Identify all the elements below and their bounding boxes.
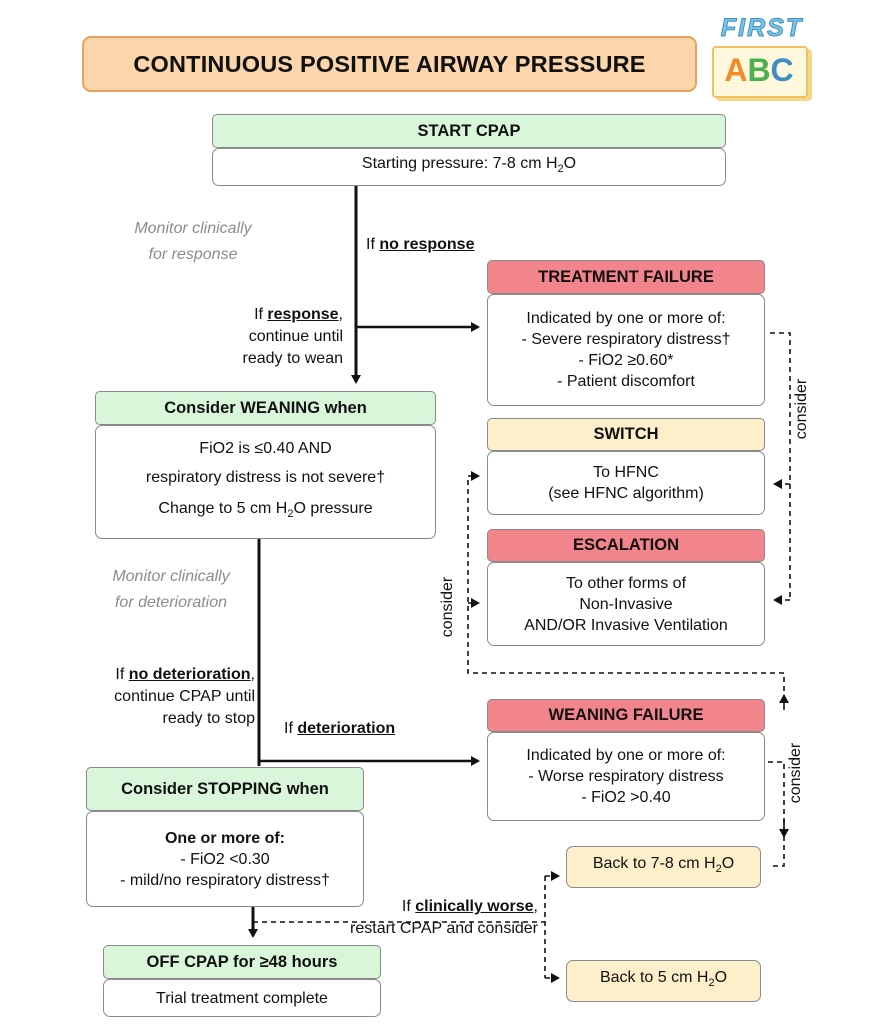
back-to-7-8-box: Back to 7-8 cm H2O — [566, 846, 761, 888]
if-no-response-label: If no response — [366, 236, 475, 253]
treatment-failure-body: Indicated by one or more of: - Severe re… — [487, 294, 765, 406]
consider-label-left: consider — [439, 576, 456, 638]
weaning-body: FiO2 is ≤0.40 AND respiratory distress i… — [95, 425, 436, 539]
monitor-response-label: Monitor clinically for response — [134, 220, 252, 263]
start-cpap-body: Starting pressure: 7-8 cm H2O — [212, 148, 726, 186]
off-cpap-body: Trial treatment complete — [103, 979, 381, 1017]
stopping-body: One or more of: - FiO2 <0.30 - mild/no r… — [86, 811, 364, 907]
if-deterioration-label: If deterioration — [284, 720, 396, 737]
logo-block — [712, 46, 808, 98]
back-to-5-box: Back to 5 cm H2O — [566, 960, 761, 1002]
stopping-header: Consider STOPPING when — [86, 767, 364, 811]
off-cpap-header: OFF CPAP for ≥48 hours — [103, 945, 381, 979]
weaning-failure-header: WEANING FAILURE — [487, 699, 765, 732]
switch-body: To HFNC (see HFNC algorithm) — [487, 451, 765, 515]
logo-top-text: FIRST — [720, 14, 804, 43]
weaning-header: Consider WEANING when — [95, 391, 436, 425]
if-no-deterioration-label: If no deterioration, continue CPAP until… — [114, 666, 255, 727]
switch-header: SWITCH — [487, 418, 765, 451]
first-abc-logo: FIRST ABC — [706, 12, 816, 98]
start-cpap-header: START CPAP — [212, 114, 726, 148]
escalation-body: To other forms of Non-Invasive AND/OR In… — [487, 562, 765, 646]
treatment-failure-header: TREATMENT FAILURE — [487, 260, 765, 294]
consider-label-right-bottom: consider — [787, 742, 804, 804]
page-title: CONTINUOUS POSITIVE AIRWAY PRESSURE — [82, 36, 697, 92]
if-clinically-worse-label: If clinically worse, restart CPAP and co… — [350, 898, 538, 937]
if-response-label: If response, continue until ready to wea… — [242, 306, 343, 367]
logo-bottom-text: ABC — [724, 52, 794, 88]
escalation-header: ESCALATION — [487, 529, 765, 562]
weaning-failure-body: Indicated by one or more of: - Worse res… — [487, 732, 765, 821]
monitor-deterioration-label: Monitor clinically for deterioration — [112, 568, 230, 611]
consider-label-right-top: consider — [793, 378, 810, 440]
